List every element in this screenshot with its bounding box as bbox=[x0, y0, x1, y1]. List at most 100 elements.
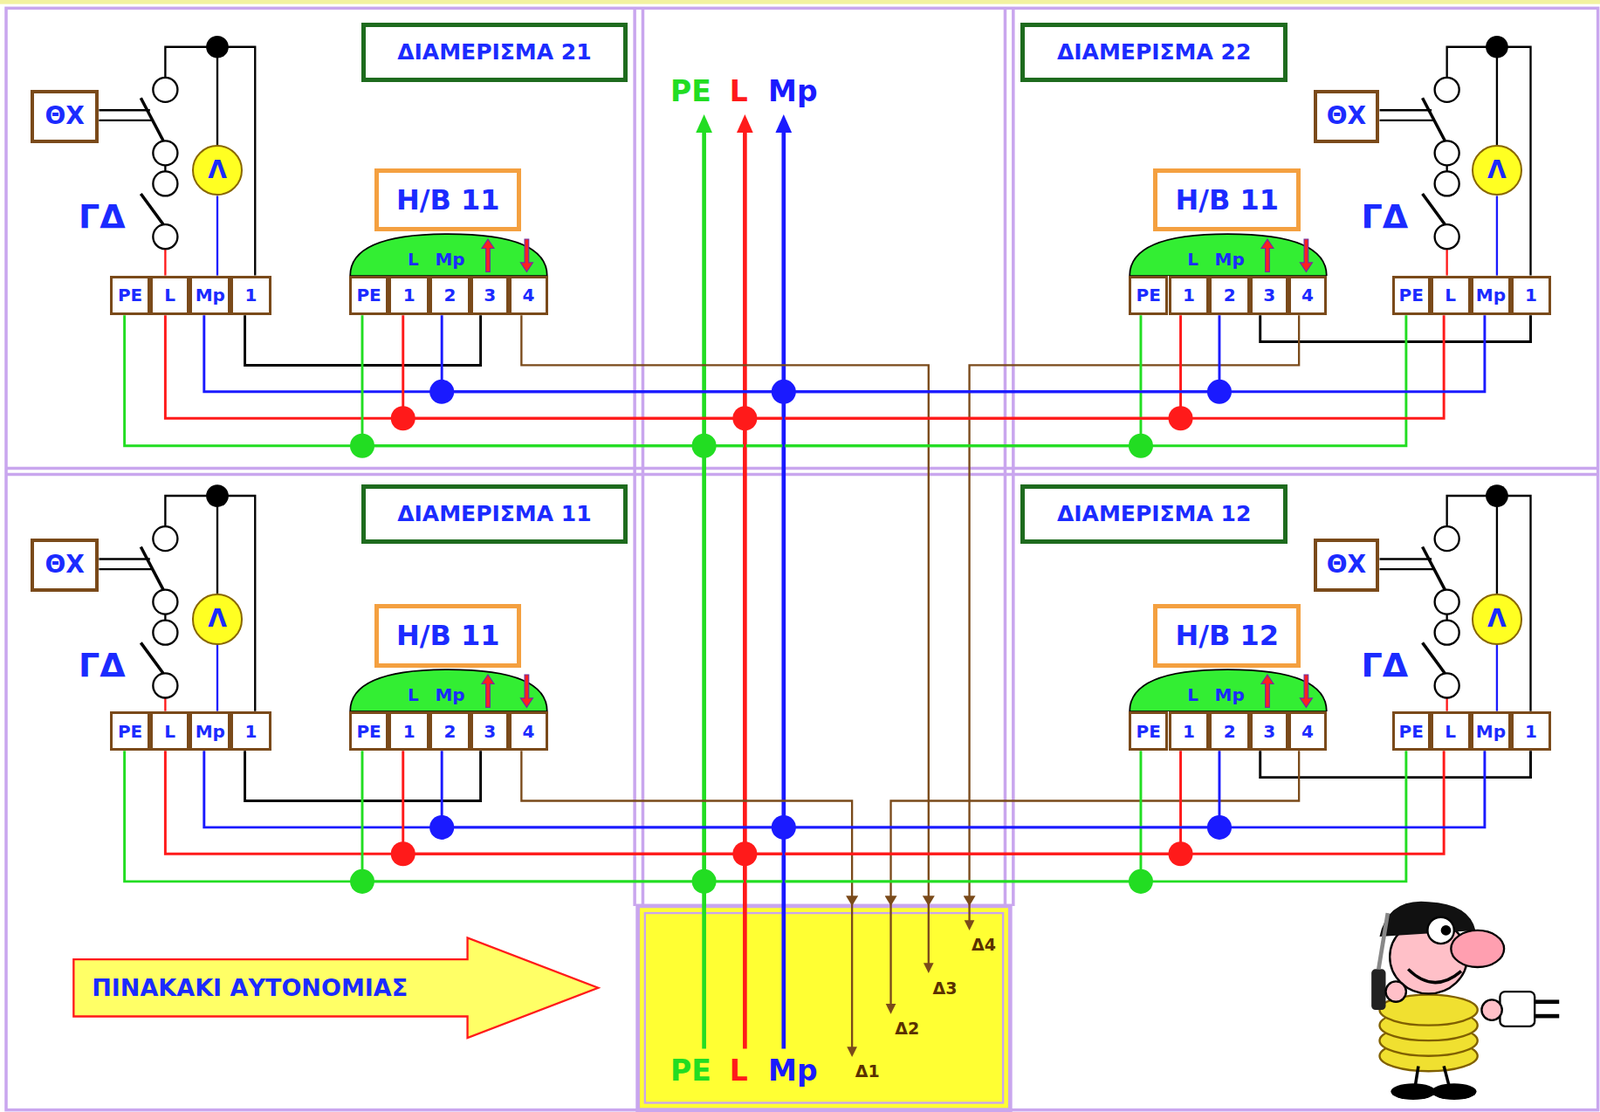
terminal: 1 bbox=[1168, 275, 1210, 316]
box-label: ΘΧ bbox=[45, 103, 85, 131]
dome-label: L bbox=[1187, 249, 1199, 269]
valve-dome: L Mp bbox=[1128, 233, 1328, 276]
contact bbox=[152, 526, 178, 551]
box-label: ΘΧ bbox=[1326, 103, 1367, 131]
screwdriver-handle bbox=[1371, 968, 1386, 1010]
wire bbox=[164, 248, 166, 275]
contact bbox=[1435, 224, 1460, 249]
valve-dome: LMp bbox=[1128, 668, 1328, 712]
terminal-label: PE bbox=[117, 721, 143, 742]
dome-label: Mp bbox=[1215, 249, 1245, 269]
valve-label: Η/Β 12 bbox=[1174, 620, 1279, 652]
terminal-label: 3 bbox=[483, 285, 496, 305]
terminal-label: 1 bbox=[1182, 285, 1195, 305]
wire bbox=[1445, 697, 1448, 711]
solenoid-valve-box: Η/Β 11 bbox=[374, 168, 522, 232]
terminal-label: 4 bbox=[522, 721, 536, 742]
wire-connector bbox=[362, 315, 705, 907]
terminal: 1 bbox=[388, 275, 430, 316]
wire bbox=[1496, 645, 1498, 712]
output-label: Δ3 bbox=[933, 978, 958, 997]
lamp-label: Λ bbox=[1487, 157, 1507, 185]
bus-name: Mp bbox=[768, 75, 818, 108]
terminal: Mp bbox=[189, 711, 231, 752]
terminal: 4 bbox=[1288, 275, 1326, 316]
linkage bbox=[1379, 119, 1435, 122]
solenoid-valve-box: Η/Β 12 bbox=[1153, 604, 1302, 667]
hand bbox=[1386, 981, 1407, 1002]
box-label: ΘΧ bbox=[1326, 551, 1367, 579]
plug-pin bbox=[1534, 1014, 1559, 1019]
valve-label: Η/Β 11 bbox=[396, 185, 501, 216]
junction-dot bbox=[1168, 841, 1194, 866]
switch-blade bbox=[1422, 193, 1446, 225]
terminal-label: 1 bbox=[245, 285, 258, 305]
junction-dot bbox=[1485, 35, 1509, 59]
wire-connector bbox=[1260, 750, 1532, 777]
terminal: Mp bbox=[1470, 275, 1512, 316]
thermostat-box: ΘΧ bbox=[30, 538, 99, 592]
panel-inner bbox=[645, 913, 1003, 1103]
terminal-label: PE bbox=[356, 721, 381, 742]
junction-dot bbox=[1128, 433, 1154, 459]
contact bbox=[152, 590, 178, 615]
terminal-label: PE bbox=[356, 285, 381, 305]
frame-line bbox=[6, 473, 1599, 477]
terminal: 1 bbox=[1510, 711, 1552, 752]
title-text: ΔΙΑΜΕΡΙΣΜΑ 22 bbox=[1057, 40, 1251, 65]
linkage bbox=[1379, 557, 1432, 560]
hand bbox=[1481, 999, 1502, 1020]
dome-label: L bbox=[407, 685, 419, 705]
junction-dot bbox=[1168, 405, 1194, 431]
flow-arrow-up bbox=[1261, 674, 1274, 708]
apartment-title: ΔΙΑΜΕΡΙΣΜΑ 11 bbox=[361, 484, 628, 544]
bus-name: Mp bbox=[768, 1055, 818, 1087]
flow-arrow-down bbox=[1299, 674, 1312, 708]
solenoid-valve-box: Η/Β 11 bbox=[374, 604, 522, 667]
terminal-label: Mp bbox=[195, 285, 226, 305]
wire bbox=[1496, 195, 1498, 275]
dome-shape bbox=[350, 233, 548, 276]
contact bbox=[152, 224, 178, 249]
linkage bbox=[1379, 109, 1432, 111]
junction-dot bbox=[732, 841, 757, 866]
control-wire bbox=[889, 906, 892, 1007]
switch-label: ΓΔ bbox=[1361, 199, 1409, 236]
terminal-label: 3 bbox=[1263, 285, 1276, 305]
output-label: Δ1 bbox=[855, 1062, 880, 1081]
terminal-label: PE bbox=[1136, 285, 1161, 305]
switch-blade bbox=[1422, 642, 1446, 673]
contact bbox=[1435, 672, 1460, 698]
bus-name: L bbox=[729, 1055, 749, 1087]
linkage bbox=[1379, 568, 1435, 570]
terminal-label: Mp bbox=[195, 721, 226, 742]
wire-connector bbox=[704, 315, 1141, 907]
control-wire bbox=[851, 906, 853, 1050]
terminal-label: PE bbox=[1399, 721, 1424, 742]
frame-line bbox=[632, 7, 637, 907]
panel-fill bbox=[638, 906, 1011, 1111]
flow-arrow-up bbox=[481, 239, 495, 272]
junction-dot bbox=[391, 405, 416, 431]
terminal: L bbox=[1430, 275, 1471, 316]
contact bbox=[1435, 620, 1460, 646]
terminal-label: 1 bbox=[1524, 285, 1538, 305]
title-text: ΔΙΑΜΕΡΙΣΜΑ 12 bbox=[1057, 501, 1251, 527]
wire bbox=[216, 495, 219, 594]
junction-dot bbox=[206, 35, 229, 59]
flow-arrow-up bbox=[1261, 239, 1274, 272]
terminal: PE bbox=[349, 275, 390, 316]
linkage bbox=[98, 568, 153, 570]
bus-name: PE bbox=[670, 1055, 712, 1087]
smile bbox=[1407, 968, 1462, 982]
wire bbox=[1496, 495, 1498, 594]
switch-label: ΓΔ bbox=[1361, 647, 1409, 685]
thermostat-box: ΘΧ bbox=[1313, 89, 1381, 144]
linkage bbox=[98, 119, 153, 122]
junction-dot bbox=[391, 841, 416, 866]
arrowhead bbox=[775, 114, 792, 133]
linkage bbox=[98, 557, 150, 560]
wire-connector bbox=[704, 315, 1407, 907]
terminal-label: 2 bbox=[1223, 721, 1237, 742]
